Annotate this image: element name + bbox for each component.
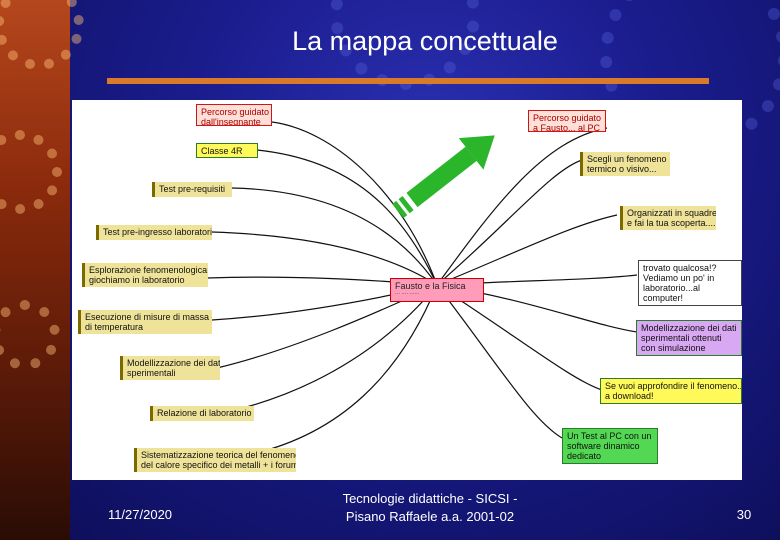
node-text: di temperatura <box>85 322 144 332</box>
node-text: computer! <box>643 293 684 303</box>
node-text: con simulazione <box>641 343 706 353</box>
node-text: Test pre-ingresso laboratorio <box>103 227 212 237</box>
node-text: Modellizzazione dei dati <box>127 358 220 368</box>
node-percorso-insegnante: Percorso guidato dall'insegnante <box>196 104 272 126</box>
gear-decoration-top <box>0 0 84 70</box>
node-text: Classe 4R <box>201 146 243 156</box>
node-scegli-fenomeno: Scegli un fenomeno termico o visivo... <box>580 152 670 176</box>
node-text: sperimentali ottenuti <box>641 333 722 343</box>
node-text: a download! <box>605 391 654 401</box>
concept-map-panel: Percorso guidato dall'insegnante Percors… <box>72 100 742 480</box>
node-text: Percorso guidato <box>201 107 270 117</box>
node-text: dedicato <box>567 451 602 461</box>
node-test-pc: Un Test al PC con un software dinamico d… <box>562 428 658 464</box>
node-text: e fai la tua scoperta.... <box>627 218 716 228</box>
node-text: sperimentali <box>127 368 176 378</box>
node-text: Vediamo un po' in <box>643 273 715 283</box>
node-text: Esplorazione fenomenologica: <box>89 265 208 275</box>
node-text: giochiamo in laboratorio <box>89 275 185 285</box>
node-text: Sistematizzazione teorica del fenomeno <box>141 450 296 460</box>
node-classe: Classe 4R <box>196 143 258 158</box>
node-text: Esecuzione di misure di massa e <box>85 312 212 322</box>
node-esplorazione: Esplorazione fenomenologica: giochiamo i… <box>82 263 208 287</box>
node-approfondire: Se vuoi approfondire il fenomeno... vai … <box>600 378 742 404</box>
node-text: software dinamico <box>567 441 640 451</box>
page-number: 30 <box>736 507 752 522</box>
node-text: Se vuoi approfondire il fenomeno... vai <box>605 381 742 391</box>
node-text: Organizzati in squadre <box>627 208 716 218</box>
footer-course-line1: Tecnologie didattiche - SICSI - <box>342 491 518 506</box>
node-trovato: trovato qualcosa!? Vediamo un po' in lab… <box>638 260 742 306</box>
node-text: Percorso guidato <box>533 113 602 123</box>
node-text: Un Test al PC con un <box>567 431 652 441</box>
gear-decoration-mid <box>0 130 62 214</box>
node-text: del calore specifico dei metalli + i for… <box>141 460 296 470</box>
node-text: Relazione di laboratorio <box>157 408 252 418</box>
node-text: Test pre-requisiti <box>159 184 226 194</box>
node-relazione: Relazione di laboratorio <box>150 406 254 421</box>
node-organizzati: Organizzati in squadre e fai la tua scop… <box>620 206 716 230</box>
slide-title: La mappa concettuale <box>292 26 558 56</box>
node-test-prerequisiti: Test pre-requisiti <box>152 182 232 197</box>
node-text: trovato qualcosa!? <box>643 263 717 273</box>
footer-course-line2: Pisano Raffaele a.a. 2001-02 <box>345 509 515 524</box>
node-text: dall'insegnante <box>201 117 261 126</box>
node-percorso-pc: Percorso guidato a Fausto... al PC <box>528 110 606 132</box>
node-centrale-fausto-fisica: Fausto e la Fisica ··· ···· ······ <box>390 278 484 302</box>
gear-decoration-low <box>0 300 60 370</box>
node-text: termico o visivo... <box>587 164 657 174</box>
node-text: ··· ···· ······ <box>395 291 420 297</box>
node-esecuzione-misure: Esecuzione di misure di massa e di tempe… <box>78 310 212 334</box>
node-text: Scegli un fenomeno <box>587 154 667 164</box>
node-sistematizzazione: Sistematizzazione teorica del fenomeno d… <box>134 448 296 472</box>
title-underline-rule <box>107 78 709 84</box>
node-text: laboratorio...al <box>643 283 701 293</box>
node-test-laboratorio: Test pre-ingresso laboratorio <box>96 225 212 240</box>
footer-date: 11/27/2020 <box>107 507 173 522</box>
node-modellizzazione-destra: Modellizzazione dei dati sperimentali ot… <box>636 320 742 356</box>
concept-map-connectors <box>206 121 638 459</box>
node-text: Modellizzazione dei dati <box>641 323 737 333</box>
node-modellizzazione-sinistra: Modellizzazione dei dati sperimentali <box>120 356 220 380</box>
node-text: Fausto e la Fisica <box>395 281 466 291</box>
left-decorative-band <box>0 0 70 540</box>
node-text: a Fausto... al PC <box>533 123 601 132</box>
footer-course: Tecnologie didattiche - SICSI - Pisano R… <box>310 490 550 526</box>
green-direction-arrow <box>392 135 495 219</box>
